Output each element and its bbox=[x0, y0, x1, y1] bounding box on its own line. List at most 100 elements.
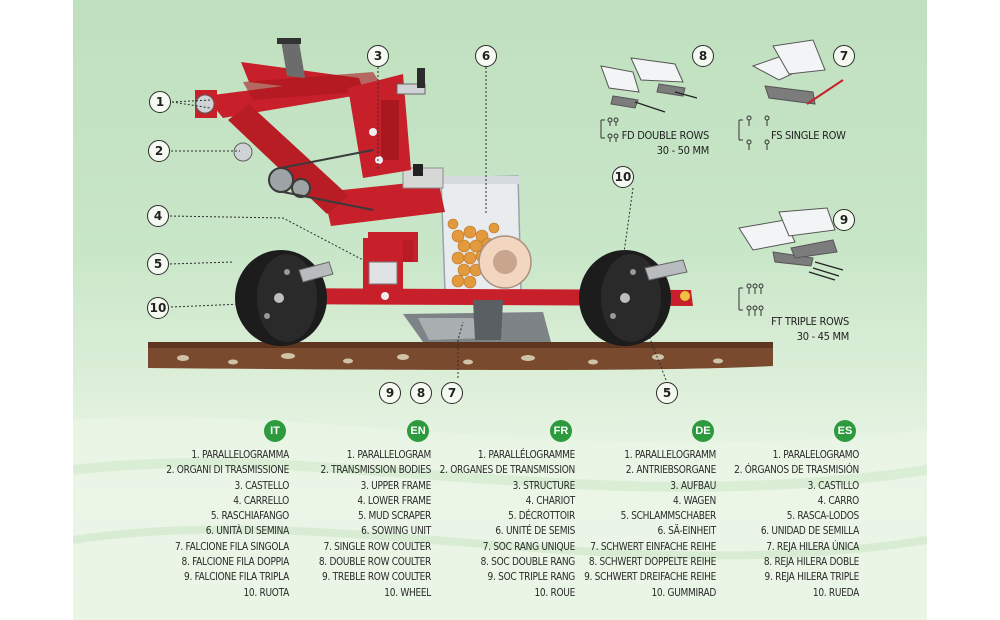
legend-item: 6. UNIDAD DE SEMILLA bbox=[760, 525, 859, 538]
legend-item: 3. STRUCTURE bbox=[512, 479, 576, 492]
legend-item: 6. SÄ-EINHEIT bbox=[657, 525, 716, 538]
legend-item: 4. CARRO bbox=[817, 494, 860, 507]
soil-strip bbox=[148, 342, 773, 370]
coulter-variant-fs bbox=[751, 39, 844, 105]
coulter-variant-ft bbox=[738, 207, 844, 281]
callout-8-top: 8 bbox=[692, 45, 714, 67]
legend-item: 6. SOWING UNIT bbox=[361, 525, 431, 538]
ft-seed-spacing-icon bbox=[738, 283, 764, 316]
legend-item: 5. MUD SCRAPER bbox=[357, 510, 431, 523]
lang-badge-de: DE bbox=[692, 420, 714, 442]
lang-badge-it: IT bbox=[264, 420, 286, 442]
legend-item: 8. SOC DOUBLE RANG bbox=[480, 556, 576, 569]
legend-item: 3. CASTILLO bbox=[807, 479, 860, 492]
legend-list-de: 1. PARALLELOGRAMM 2. ANTRIEBSORGANE 3. A… bbox=[536, 448, 716, 601]
legend-item: 1. PARALELOGRAMO bbox=[772, 449, 860, 461]
legend-list-es: 1. PARALELOGRAMO 2. ÓRGANOS DE TRASMISIÓ… bbox=[679, 448, 859, 601]
legend-item: 6. UNITÀ DI SEMINA bbox=[205, 525, 290, 538]
legend-item: 1. PARALLELOGRAMMA bbox=[191, 449, 289, 461]
legend-item: 6. UNITÉ DE SEMIS bbox=[495, 525, 575, 538]
legend-item: 7. SCHWERT EINFACHE REIHE bbox=[590, 540, 716, 553]
legend-item: 2. ÓRGANOS DE TRASMISIÓN bbox=[734, 464, 859, 477]
legend-item: 8. SCHWERT DOPPELTE REIHE bbox=[588, 556, 716, 569]
ft-caption: FT TRIPLE ROWS 30 - 45 MM bbox=[759, 314, 849, 344]
legend-item: 1. PARALLELOGRAM bbox=[346, 449, 432, 461]
callout-2: 2 bbox=[148, 140, 170, 162]
legend-item: 5. DÉCROTTOIR bbox=[508, 510, 575, 523]
fs-caption: FS SINGLE ROW bbox=[771, 128, 851, 143]
rear-wheel bbox=[579, 250, 671, 346]
legend-item: 10. ROUE bbox=[534, 586, 575, 599]
callout-6: 6 bbox=[475, 45, 497, 67]
front-wheel bbox=[235, 250, 327, 346]
legend-item: 10. GUMMIRAD bbox=[651, 586, 716, 599]
legend-item: 5. RASCHIAFANGO bbox=[210, 510, 289, 523]
fd-caption: FD DOUBLE ROWS 30 - 50 MM bbox=[591, 128, 710, 158]
legend-item: 7. FALCIONE FILA SINGOLA bbox=[174, 540, 289, 553]
legend-item: 7. SINGLE ROW COULTER bbox=[323, 540, 432, 553]
legend-item: 9. TREBLE ROW COULTER bbox=[322, 571, 431, 584]
legend-item: 4. CHARIOT bbox=[525, 494, 576, 507]
legend-item: 5. SCHLAMMSCHABER bbox=[620, 510, 717, 523]
callout-8-bottom: 8 bbox=[410, 382, 432, 404]
legend-item: 1. PARALLELOGRAMM bbox=[624, 449, 716, 461]
fs-caption-line1: FS SINGLE ROW bbox=[771, 129, 846, 142]
legend-list-it: 1. PARALLELOGRAMMA 2. ORGANI DI TRASMISS… bbox=[109, 448, 289, 601]
fs-seed-spacing-icon bbox=[738, 115, 770, 150]
legend-item: 10. RUEDA bbox=[812, 586, 859, 599]
leader-lines bbox=[169, 67, 667, 381]
legend-item: 9. REJA HILERA TRIPLE bbox=[764, 571, 860, 584]
ft-caption-line1: FT TRIPLE ROWS bbox=[771, 315, 849, 328]
legend-item: 5. RASCA-LODOS bbox=[786, 510, 860, 523]
legend-item: 2. ORGANI DI TRASMISSIONE bbox=[166, 464, 289, 477]
fd-caption-line1: FD DOUBLE ROWS bbox=[621, 129, 710, 142]
fd-seed-spacing-icon bbox=[600, 117, 619, 142]
lang-badge-es: ES bbox=[834, 420, 856, 442]
callout-10-rear: 10 bbox=[612, 166, 634, 188]
callout-9-bottom: 9 bbox=[379, 382, 401, 404]
callout-9-top: 9 bbox=[833, 209, 855, 231]
callout-3: 3 bbox=[367, 45, 389, 67]
legend-item: 3. AUFBAU bbox=[670, 479, 716, 492]
legend-item: 7. SOC RANG UNIQUE bbox=[482, 540, 576, 553]
fd-caption-line2: 30 - 50 MM bbox=[656, 144, 710, 157]
legend-item: 4. WAGEN bbox=[673, 494, 716, 507]
lang-badge-fr: FR bbox=[550, 420, 572, 442]
legend-item: 8. DOUBLE ROW COULTER bbox=[318, 556, 431, 569]
callout-5-rear: 5 bbox=[656, 382, 678, 404]
callout-10-front: 10 bbox=[147, 297, 169, 319]
legend-item: 3. UPPER FRAME bbox=[360, 479, 432, 492]
legend-item: 3. CASTELLO bbox=[234, 479, 290, 492]
legend-list-en: 1. PARALLELOGRAM 2. TRANSMISSION BODIES … bbox=[251, 448, 431, 601]
callout-7-top: 7 bbox=[833, 45, 855, 67]
legend-item: 1. PARALLÉLOGRAMME bbox=[477, 449, 575, 461]
legend-item: 4. CARRELLO bbox=[233, 494, 289, 507]
chain-drive bbox=[268, 149, 374, 211]
callout-5-front: 5 bbox=[147, 253, 169, 275]
legend-item: 2. TRANSMISSION BODIES bbox=[320, 464, 432, 477]
callout-7-bottom: 7 bbox=[441, 382, 463, 404]
legend-item: 4. LOWER FRAME bbox=[357, 494, 431, 507]
ft-caption-line2: 30 - 45 MM bbox=[796, 330, 850, 343]
legend-item: 7. REJA HILERA ÚNICA bbox=[766, 540, 859, 553]
callout-4: 4 bbox=[147, 205, 169, 227]
seeder-illustration bbox=[73, 38, 927, 620]
parallelogram-arms bbox=[195, 38, 385, 214]
lang-badge-en: EN bbox=[407, 420, 429, 442]
legend-item: 9. SOC TRIPLE RANG bbox=[487, 571, 576, 584]
legend-item: 8. REJA HILERA DOBLE bbox=[763, 556, 859, 569]
legend-item: 9. FALCIONE FILA TRIPLA bbox=[183, 571, 289, 584]
legend-item: 10. RUOTA bbox=[243, 586, 289, 599]
legend-item: 8. FALCIONE FILA DOPPIA bbox=[181, 556, 290, 569]
legend-item: 2. ORGANES DE TRANSMISSION bbox=[439, 464, 576, 477]
mud-scrapers bbox=[298, 259, 688, 283]
coulter-variant-fd bbox=[600, 57, 698, 113]
legend-item: 10. WHEEL bbox=[384, 586, 431, 599]
legend-item: 9. SCHWERT DREIFACHE REIHE bbox=[584, 571, 716, 584]
coulter-assembly bbox=[403, 300, 551, 342]
sowing-unit-hopper bbox=[440, 175, 532, 293]
callout-1: 1 bbox=[149, 91, 171, 113]
diagram-panel: 1 2 3 4 5 6 7 8 9 10 10 9 8 7 5 FD DOUBL… bbox=[73, 0, 927, 620]
legend-list-fr: 1. PARALLÉLOGRAMME 2. ORGANES DE TRANSMI… bbox=[395, 448, 576, 601]
legend-item: 2. ANTRIEBSORGANE bbox=[625, 464, 717, 477]
